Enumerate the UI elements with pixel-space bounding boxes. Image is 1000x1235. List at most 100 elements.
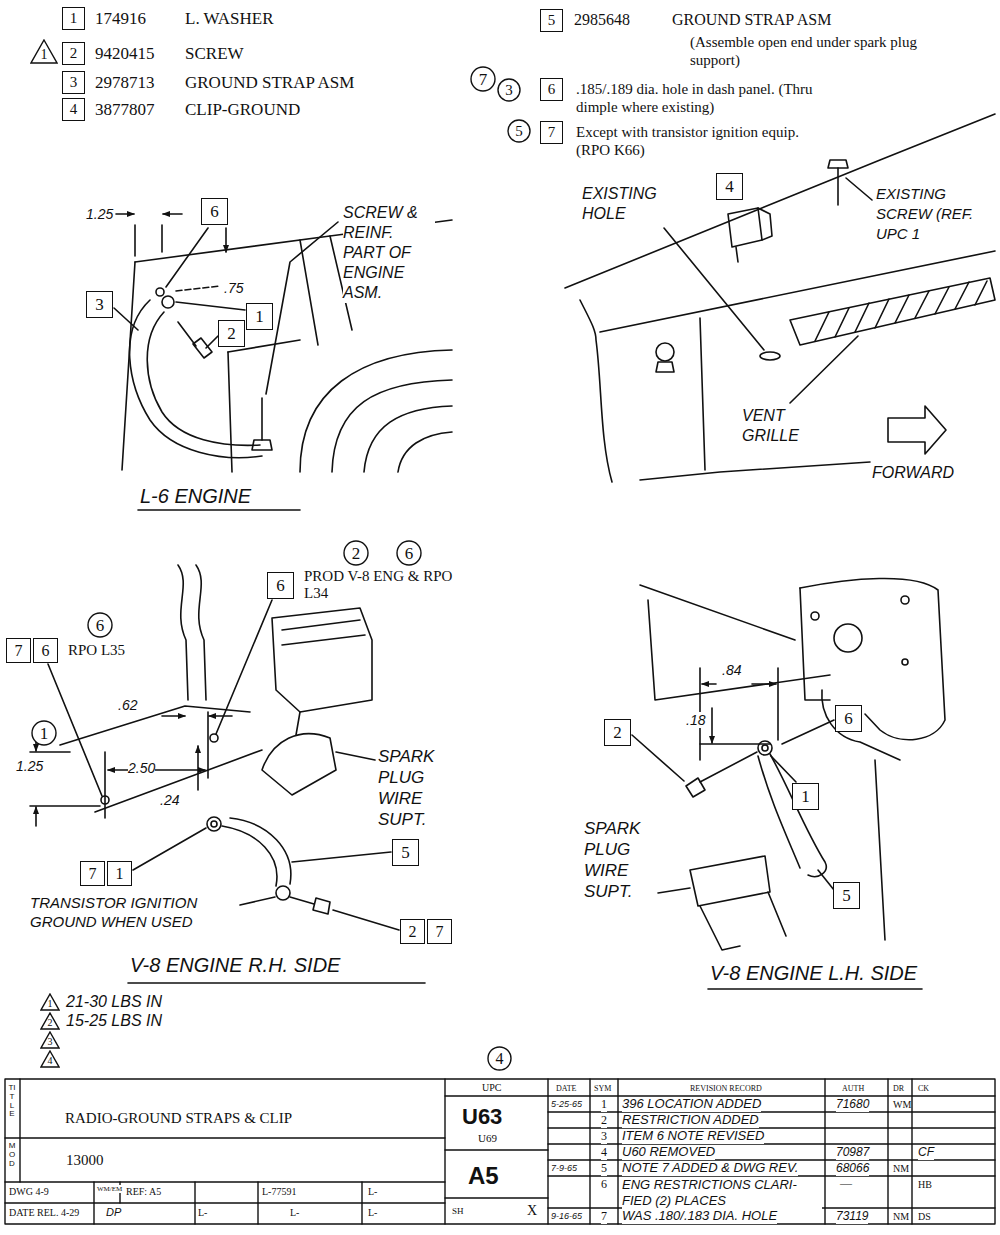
dash-panel-view [656,362,674,372]
title-block [589,1079,590,1224]
circled-note: 5 [507,119,531,143]
callout-box: 2 [400,919,425,944]
title-block [824,1079,825,1224]
title-block-text: 5 [601,1162,607,1176]
callout-box: 5 [540,9,563,32]
callout-number: 3 [70,75,78,90]
dash-panel-view [728,208,762,247]
circled-note: 4 [487,1046,512,1071]
dash-panel-view [664,228,764,350]
title-block-text: 73119 [836,1210,868,1224]
revision-triangle: 1 [40,993,60,1011]
title-block-text: SH [452,1206,464,1216]
title-block-text: 4 [601,1146,607,1160]
drawing-label: 2.50 [128,760,155,776]
title-block-text: TITLE [8,1084,16,1119]
circle-shape [397,541,421,565]
l6-engine-view [114,308,138,330]
v8-lh-view [875,760,885,940]
dash-panel-view [760,352,780,360]
parts-list-text: 9420415 [95,44,155,64]
title-block-text: DATE [556,1084,576,1093]
l6-engine-view [161,225,163,252]
dash-panel-view [855,303,869,332]
drawing-art [5,114,995,1224]
v8-rh-view [162,715,185,717]
title-block-text: 1 [601,1098,607,1112]
title-block [19,1079,20,1182]
callout-number: 7 [436,924,444,940]
v8-rh-view [216,600,272,734]
dash-panel-view [975,281,987,305]
circled-note: 3 [497,78,521,102]
circle-shape [471,67,495,91]
v8-lh-view [711,708,713,743]
drawing-label: .75 [224,280,243,296]
callout-box: 7 [427,919,452,944]
v8-lh-view [752,683,776,685]
l6-engine-view [122,262,135,470]
dash-panel-view [875,299,889,328]
v8-lh-view [686,778,705,797]
circled-note: 1 [31,720,57,746]
drawing-label: PROD V-8 ENG & RPO L34 [304,568,454,602]
v8-lh-view [800,588,830,700]
triangle-shape [41,1051,59,1067]
callout-number: 1 [70,11,78,26]
callout-number: 1 [255,308,264,325]
v8-lh-view [834,624,862,652]
title-block [361,1182,362,1224]
callout-number: 1 [801,788,810,805]
circle-shape [488,1047,511,1070]
dash-panel-view [700,318,705,470]
v8-rh-view [262,734,336,795]
title-block-text: 5-25-65 [551,1099,582,1109]
callout-number: 3 [95,296,104,313]
callout-number: 6 [42,643,50,659]
v8-rh-view [95,750,262,812]
callout-number: 6 [96,617,105,634]
l6-engine-view [225,228,227,252]
callout-box: 7 [80,861,105,886]
dash-panel-view [656,343,674,361]
v8-rh-view [292,852,391,862]
v8-lh-view [690,856,770,906]
l6-engine-view [147,312,260,445]
title-block-text: DR [893,1084,904,1093]
callout-number: 4 [70,102,78,117]
title-block-text: WM/EM [97,1185,122,1193]
circled-note: 6 [396,540,422,566]
title-block [911,1079,912,1224]
l6-engine-view [162,296,174,308]
callout-number: 2 [613,724,622,741]
title-block [445,1149,548,1150]
l6-engine-view [156,288,164,296]
v8-rh-view [240,897,275,905]
callout-box: 2 [604,719,631,746]
v8-lh-view [822,690,900,760]
parts-list-text: (Assemble open end under spark plug supp… [690,33,925,69]
callout-box: 7 [540,121,563,144]
title-block-text: 396 LOCATION ADDED [622,1097,761,1112]
title-block-text: — [840,1177,852,1191]
l6-engine-view [398,432,452,472]
l6-engine-view [228,352,232,472]
title-block [444,1079,445,1224]
callout-number: 6 [276,577,285,594]
v8-rh-view [210,734,218,742]
callout-number: 1 [40,725,49,742]
callout-number: 6 [844,710,853,727]
revision-triangle: 2 [40,1012,60,1030]
dash-panel-view [640,462,870,480]
drawing-label: FORWARD [872,464,954,482]
v8-lh-view [708,988,922,990]
l6-engine-view [252,440,272,450]
triangle-shape [41,1032,59,1048]
v8-lh-view [658,888,690,893]
dash-panel-view [837,168,839,205]
v8-rh-view [104,752,106,818]
parts-list-text: .185/.189 dia. hole in dash panel. (Thru… [576,80,821,116]
title-block-text: REF: A5 [126,1186,161,1198]
circle-shape [508,120,530,142]
drawing-label: TRANSISTOR IGNITION GROUND WHEN USED [30,893,235,931]
